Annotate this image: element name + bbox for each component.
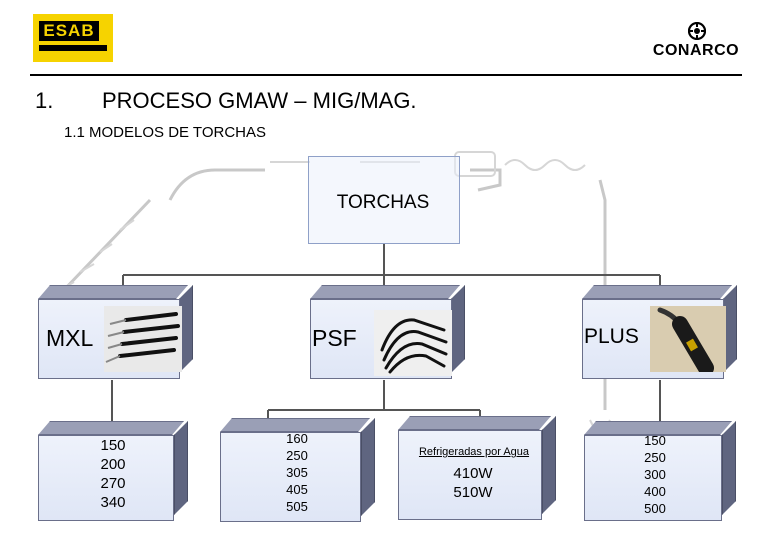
root-node-face (308, 156, 460, 244)
psf-label: PSF (312, 325, 357, 351)
conarco-logo: CONARCO (648, 22, 744, 62)
water-cooled-box (398, 416, 556, 520)
psf-torch-bundle-icon (374, 310, 452, 376)
esab-logo-stripe (39, 45, 107, 51)
plus-label: PLUS (584, 325, 639, 348)
mxl-models-box (38, 421, 188, 521)
page-title: PROCESO GMAW – MIG/MAG. (102, 88, 417, 113)
psf-model-item: 160 (286, 431, 308, 446)
mxl-node-top (38, 285, 188, 299)
water-cooled-model-item: 510W (453, 484, 493, 501)
mxl-models-side (174, 421, 188, 515)
psf-node-side (451, 285, 465, 373)
water-cooled-top (398, 416, 551, 430)
psf-model-item: 405 (286, 482, 308, 497)
water-cooled-models: 410W 510W (440, 464, 506, 502)
water-cooled-model-item: 410W (453, 465, 493, 482)
plus-model-item: 300 (644, 467, 666, 482)
mxl-models-list: 150 200 270 340 (80, 436, 146, 512)
water-cooled-side (542, 416, 556, 514)
psf-models-list: 160 250 305 405 505 (265, 430, 329, 515)
mxl-model-item: 200 (100, 456, 126, 473)
plus-models-side (722, 421, 736, 515)
section-subtitle: 1.1 MODELOS DE TORCHAS (64, 124, 267, 141)
psf-model-item: 505 (286, 499, 308, 514)
water-cooled-face (398, 430, 542, 520)
mxl-label: MXL (46, 325, 94, 351)
mxl-model-item: 270 (100, 475, 126, 492)
plus-models-list: 150 250 300 400 500 (624, 432, 686, 517)
psf-models-box (220, 418, 375, 522)
water-cooled-label: Refrigeradas por Agua (418, 446, 530, 458)
mxl-models-face (38, 435, 174, 521)
psf-models-side (361, 418, 375, 516)
psf-models-face (220, 432, 361, 522)
root-node-box (308, 150, 466, 244)
plus-model-item: 150 (644, 433, 666, 448)
esab-logo: ESAB (33, 14, 113, 62)
plus-model-item: 250 (644, 450, 666, 465)
mxl-models-top (38, 421, 184, 435)
section-number: 1. (35, 88, 54, 113)
conarco-logo-text: CONARCO (652, 42, 740, 59)
plus-model-item: 500 (644, 501, 666, 516)
mxl-torch-bundle-icon (104, 306, 182, 372)
psf-model-item: 250 (286, 448, 308, 463)
root-node-label: TORCHAS (336, 192, 430, 213)
mxl-model-item: 150 (100, 437, 126, 454)
header-divider (30, 74, 742, 76)
plus-torch-photo-icon (650, 306, 726, 372)
plus-model-item: 400 (644, 484, 666, 499)
esab-logo-text: ESAB (39, 21, 99, 41)
psf-node-top (310, 285, 460, 299)
plus-node-top (582, 285, 732, 299)
mxl-model-item: 340 (100, 494, 126, 511)
plus-models-face (584, 435, 722, 521)
plus-models-box (584, 421, 736, 521)
conarco-mark-icon (688, 22, 706, 40)
psf-model-item: 305 (286, 465, 308, 480)
